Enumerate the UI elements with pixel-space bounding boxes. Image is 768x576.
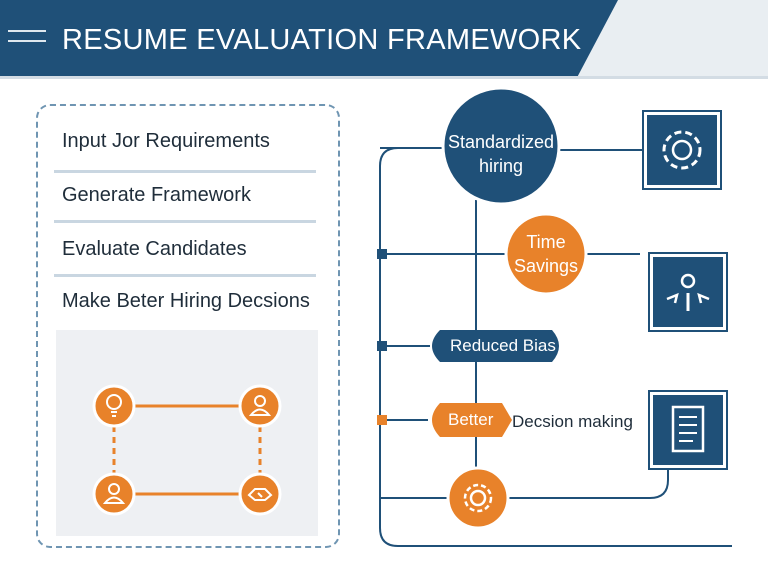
reduced-bias-node: [432, 330, 559, 362]
gear-icon-box: [642, 110, 722, 190]
user-icon: [92, 472, 136, 516]
step-generate-framework: Generate Framework: [62, 184, 251, 206]
person-flow-icon-box: [648, 252, 728, 332]
step-make-decisions: Make Beter Hiring Decsions: [62, 290, 310, 312]
step-input-requirements: Input Jor Requirements: [62, 130, 270, 152]
handshake-icon: [238, 472, 282, 516]
better-node: [432, 403, 512, 437]
header: RESUME EVALUATION FRAMEWORK: [0, 0, 768, 76]
page-title: RESUME EVALUATION FRAMEWORK: [62, 24, 582, 56]
step-divider: [54, 274, 316, 277]
lightbulb-icon: [92, 384, 136, 428]
flow-illustration: [56, 330, 318, 536]
reduced-bias-label: Reduced Bias: [450, 336, 556, 355]
header-band: [0, 0, 618, 76]
person-flow-icon: [666, 273, 710, 311]
checklist-icon: [671, 405, 705, 453]
time-savings-label: Time Savings: [513, 232, 579, 276]
step-divider: [54, 220, 316, 223]
node-marker: [377, 415, 387, 425]
standardized-hiring-node: [441, 86, 561, 206]
decision-making-label: Decsion making: [512, 412, 633, 431]
steps-panel: Input Jor Requirements Generate Framewor…: [36, 104, 340, 548]
menu-icon[interactable]: [8, 30, 46, 50]
gear-icon: [662, 130, 702, 170]
better-label: Better: [448, 410, 494, 429]
header-divider: [0, 76, 768, 79]
user-icon: [238, 384, 282, 428]
node-marker: [377, 249, 387, 259]
gear-icon: [446, 466, 510, 530]
checklist-icon-box: [648, 390, 728, 470]
time-savings-node: [504, 212, 588, 296]
node-marker: [377, 341, 387, 351]
step-evaluate-candidates: Evaluate Candidates: [62, 238, 247, 260]
standardized-hiring-label: Standardized hiring: [447, 132, 555, 176]
step-divider: [54, 170, 316, 173]
